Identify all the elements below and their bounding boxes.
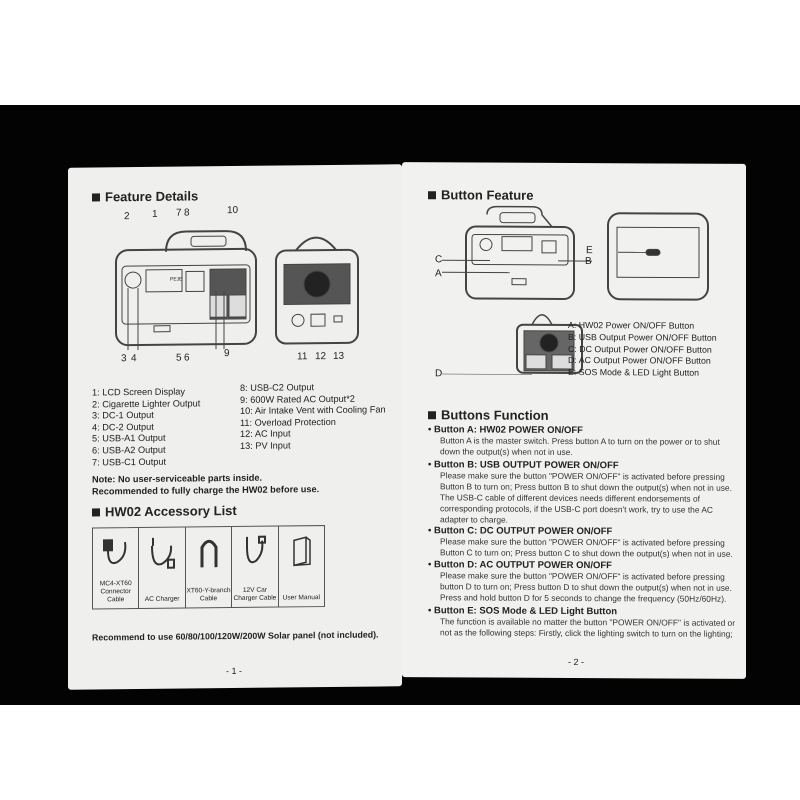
feature-item: 10: Air Intake Vent with Cooling Fan bbox=[240, 404, 386, 417]
legend-item: E: SOS Mode & LED Light Button bbox=[568, 367, 700, 378]
label-b: B bbox=[585, 256, 592, 268]
page-number: - 1 - bbox=[226, 665, 243, 677]
solar-panel-note: Recommend to use 60/80/100/120W/200W Sol… bbox=[92, 629, 379, 643]
accessory-name: XT60-Y-branch Cable bbox=[186, 587, 231, 603]
label-e: E bbox=[586, 245, 593, 257]
section-text: Please make sure the button "POWER ON/OF… bbox=[440, 536, 733, 559]
accessory-table: MC4-XT60 Connector Cable AC Charger XT60… bbox=[92, 525, 325, 610]
section-title: Button C: DC OUTPUT POWER ON/OFF bbox=[433, 525, 613, 538]
heading-text: Buttons Function bbox=[441, 407, 549, 423]
accessory-item: XT60-Y-branch Cable bbox=[185, 527, 233, 608]
accessory-list-heading: HW02 Accessory List bbox=[92, 503, 237, 520]
legend-item: D: AC Output Power ON/OFF Button bbox=[568, 355, 711, 367]
accessory-item: AC Charger bbox=[139, 527, 186, 609]
feature-details-heading: Feature Details bbox=[92, 188, 198, 204]
button-location-diagram bbox=[442, 205, 709, 376]
callout: 2 bbox=[124, 211, 130, 223]
heading-text: HW02 Accessory List bbox=[105, 502, 237, 520]
manual-page-2: Button Feature C A B E D A: HW02 Power O… bbox=[402, 162, 746, 679]
accessory-item: 12V Car Charger Cable bbox=[232, 526, 279, 608]
car-charger-icon bbox=[245, 535, 266, 564]
accessory-item: MC4-XT60 Connector Cable bbox=[93, 528, 140, 609]
section-text: Please make sure the button "POWER ON/OF… bbox=[440, 470, 732, 525]
callout: 9 bbox=[224, 348, 230, 360]
accessory-name: 12V Car Charger Cable bbox=[233, 586, 277, 603]
callout: 12 bbox=[315, 351, 327, 363]
manual-page-1: Feature Details 2 1 7 8 10 PEJE 3 4 5 6 … bbox=[68, 164, 402, 690]
legend-item: C: DC Output Power ON/OFF Button bbox=[568, 343, 712, 355]
heading-text: Button Feature bbox=[441, 187, 534, 203]
section-title: Button D: AC OUTPUT POWER ON/OFF bbox=[433, 559, 612, 572]
feature-item: 1: LCD Screen Display bbox=[92, 386, 185, 398]
feature-list-col2: 8: USB-C2 Output 9: 600W Rated AC Output… bbox=[240, 381, 386, 452]
manual-icon bbox=[293, 536, 312, 567]
legend-item: A: HW02 Power ON/OFF Button bbox=[568, 319, 695, 331]
accessory-name: AC Charger bbox=[144, 595, 180, 603]
callout: 7 bbox=[176, 207, 182, 219]
callout: 5 bbox=[176, 352, 182, 364]
button-feature-heading: Button Feature bbox=[428, 187, 533, 203]
feature-list-col1: 1: LCD Screen Display 2: Cigarette Light… bbox=[92, 386, 200, 468]
button-legend: A: HW02 Power ON/OFF Button B: USB Outpu… bbox=[568, 320, 717, 380]
accessory-name: MC4-XT60 Connector Cable bbox=[99, 580, 132, 604]
note-line: Recommended to fully charge the HW02 bef… bbox=[92, 484, 320, 497]
legend-item: B: USB Output Power ON/OFF Button bbox=[568, 331, 717, 343]
section-title: Button A: HW02 POWER ON/OFF bbox=[433, 424, 583, 437]
section-text: The function is available no matter the … bbox=[440, 616, 736, 639]
ac-charger-icon bbox=[151, 537, 176, 569]
callout: 1 bbox=[152, 208, 158, 220]
label-a: A bbox=[435, 268, 442, 280]
label-d: D bbox=[435, 368, 443, 380]
callout: 11 bbox=[297, 351, 308, 363]
callout: 4 bbox=[131, 353, 137, 365]
feature-item: 2: Cigarette Lighter Output bbox=[92, 397, 201, 410]
callout: 8 bbox=[184, 207, 190, 219]
callout: 10 bbox=[227, 204, 239, 217]
callout: 13 bbox=[333, 350, 345, 362]
feature-item: 7: USB-C1 Output bbox=[92, 456, 167, 468]
y-branch-cable-icon bbox=[200, 539, 218, 568]
feature-item: 13: PV Input bbox=[240, 440, 291, 451]
page-number: - 2 - bbox=[568, 656, 585, 668]
label-c: C bbox=[435, 254, 443, 266]
callout: 6 bbox=[184, 352, 190, 364]
section-text: Please make sure the button "POWER ON/OF… bbox=[440, 570, 732, 604]
section-text: Button A is the master switch. Press but… bbox=[440, 435, 720, 457]
connector-cable-icon bbox=[102, 539, 127, 565]
buttons-function-heading: Buttons Function bbox=[428, 407, 549, 423]
device-brand: PEJE bbox=[170, 276, 183, 283]
device-front-and-side-diagram bbox=[115, 230, 359, 351]
callout: 3 bbox=[121, 353, 127, 365]
heading-text: Feature Details bbox=[105, 188, 199, 205]
accessory-item: User Manual bbox=[279, 526, 324, 606]
safety-note: Note: No user-serviceable parts inside. … bbox=[92, 471, 319, 497]
accessory-name: User Manual bbox=[282, 594, 321, 602]
